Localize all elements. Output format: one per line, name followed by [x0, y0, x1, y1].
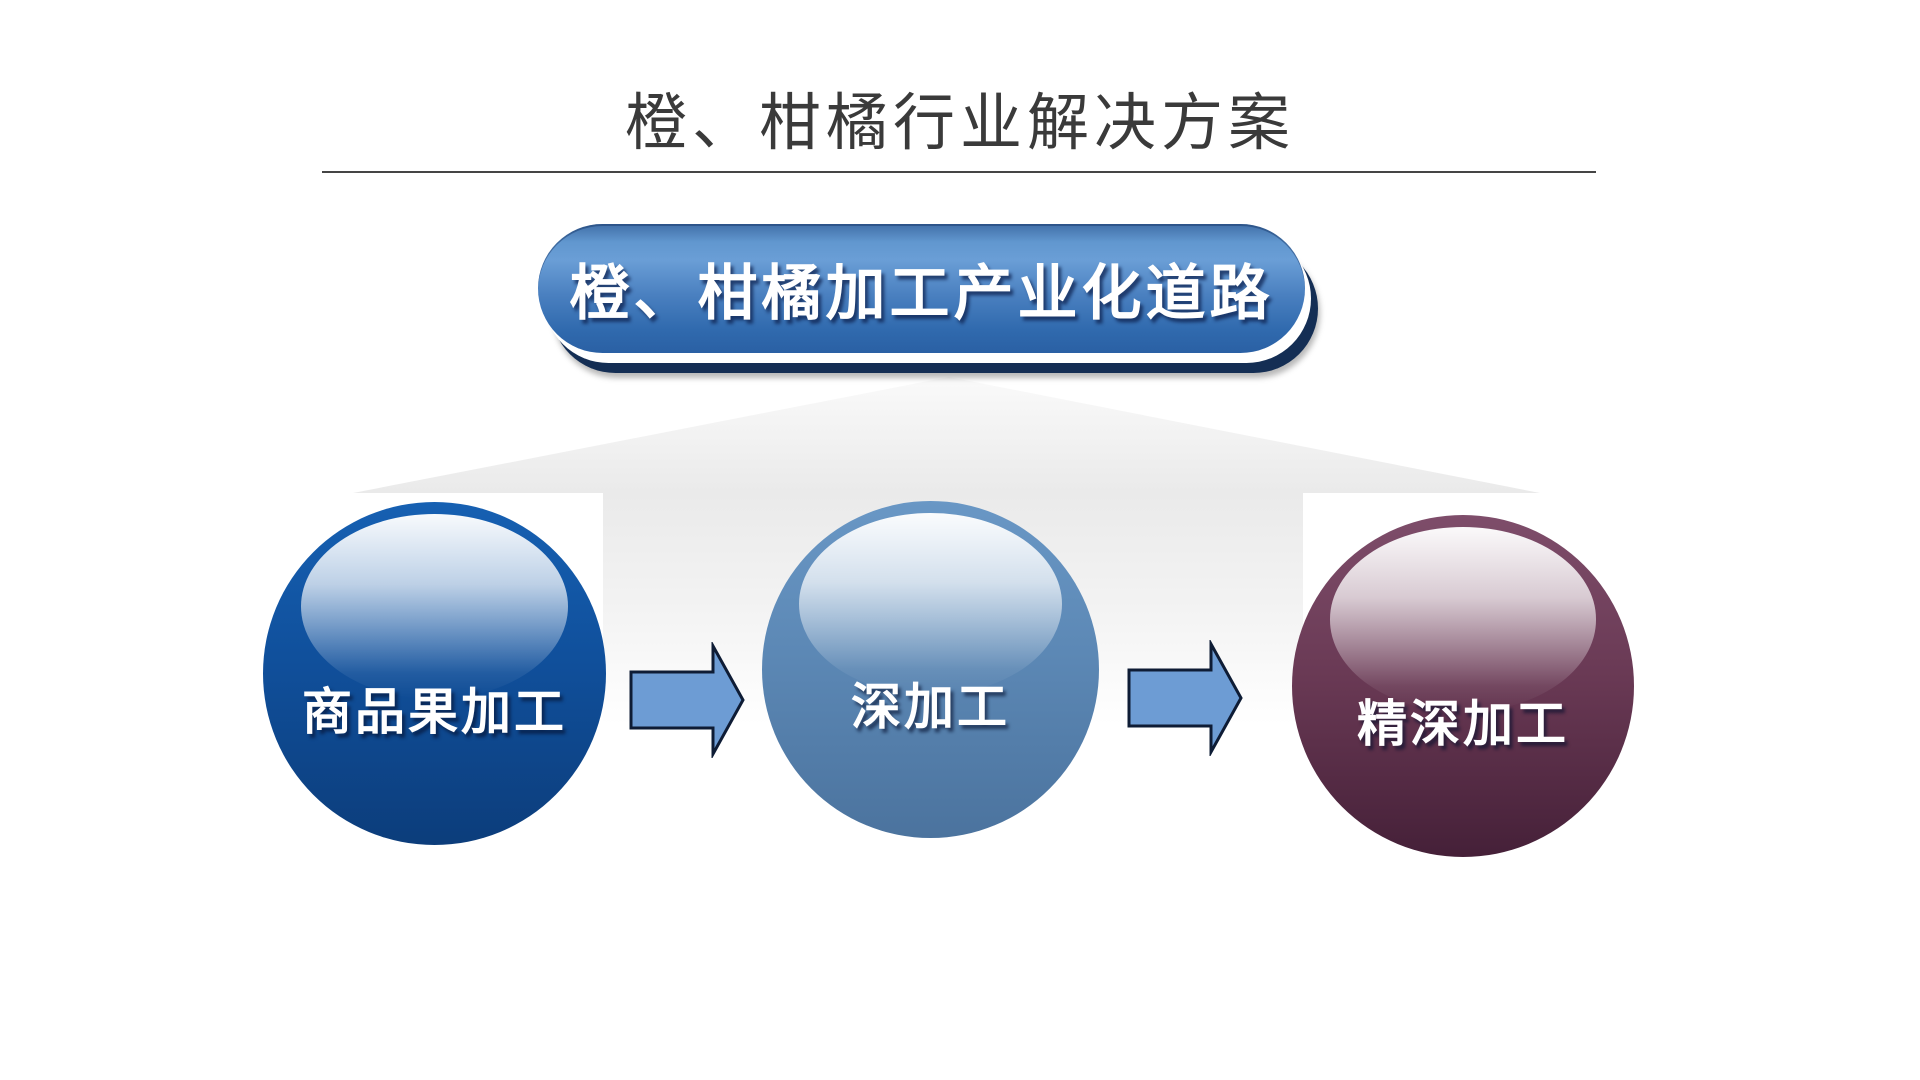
sphere-step-commodity-processing: 商品果加工: [263, 502, 606, 845]
sphere-step-2-label: 深加工: [851, 677, 1010, 737]
sphere-step-3-label: 精深加工: [1357, 694, 1569, 754]
page-title: 橙、柑橘行业解决方案: [624, 89, 1295, 158]
banner-label: 橙、柑橘加工产业化道路: [569, 259, 1274, 329]
sphere-step-1-label: 商品果加工: [302, 681, 567, 741]
sphere-step-intensive-processing: 精深加工: [1292, 515, 1634, 857]
down-fan-arrow-head: [353, 377, 1540, 493]
banner-pill: 橙、柑橘加工产业化道路: [538, 224, 1305, 353]
right-arrow-icon: [1127, 640, 1243, 756]
title-underline: [322, 171, 1596, 173]
right-arrow-icon: [629, 642, 745, 758]
banner: 橙、柑橘加工产业化道路: [538, 224, 1318, 373]
sphere-step-deep-processing: 深加工: [762, 501, 1099, 838]
